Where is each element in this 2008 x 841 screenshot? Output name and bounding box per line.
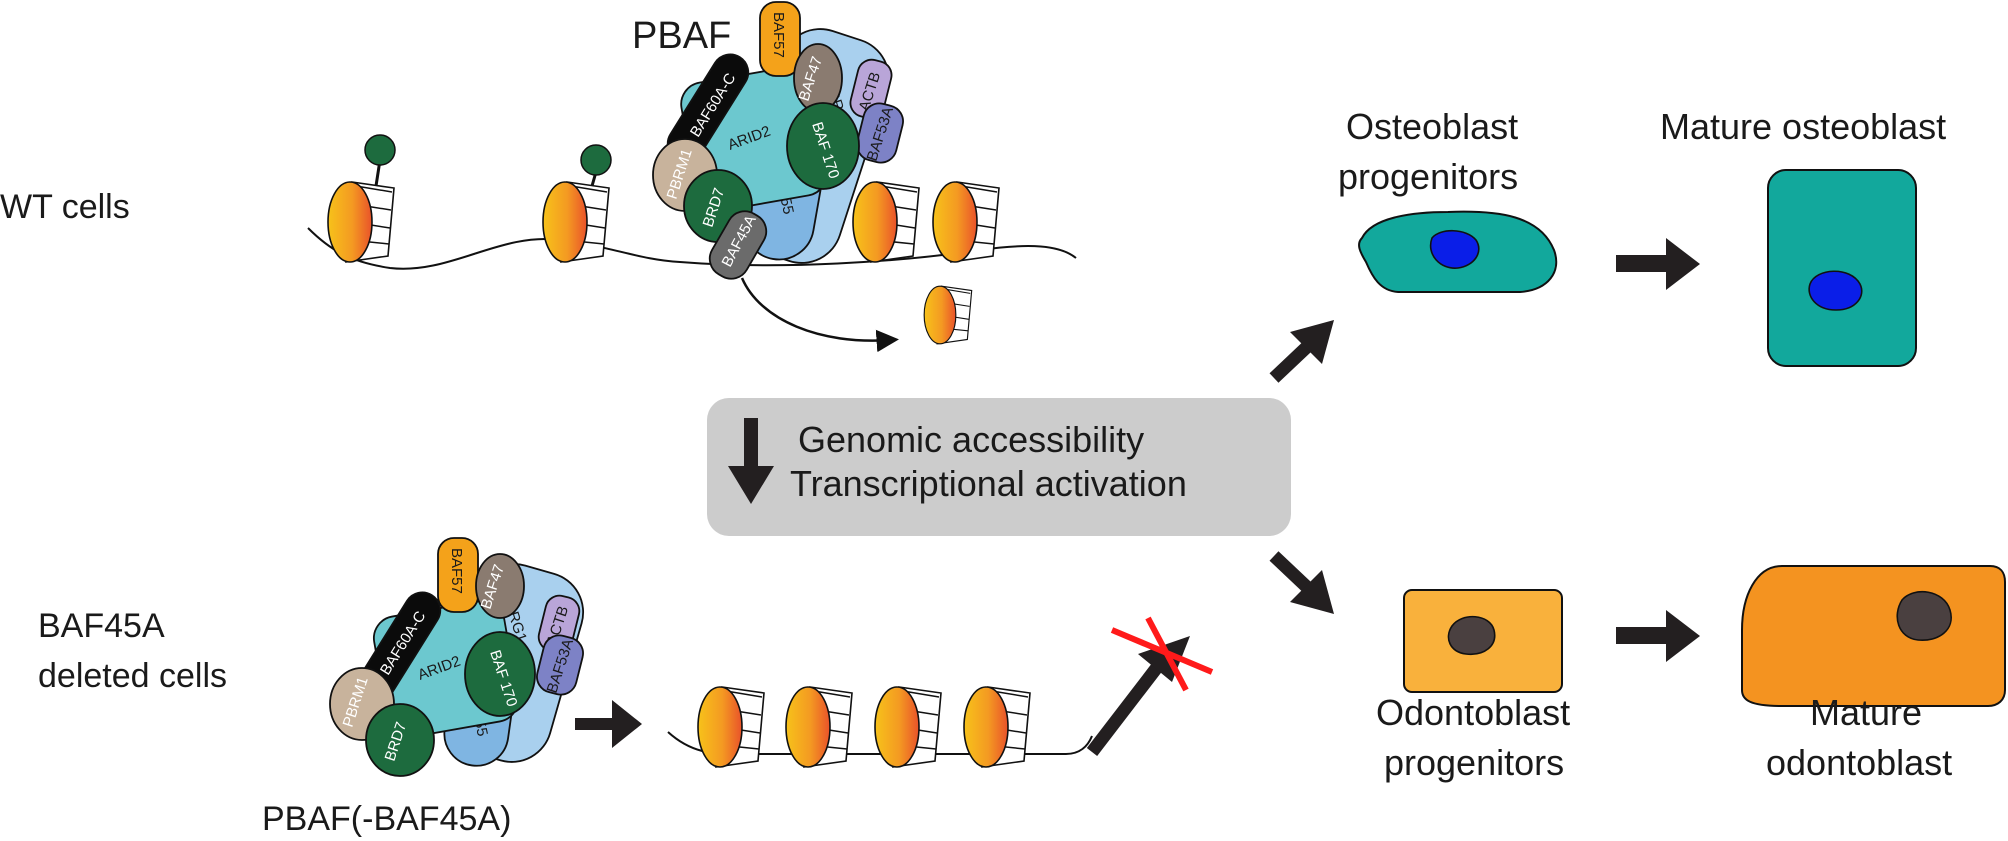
odontoblast-progenitors-line1: Odontoblast: [1376, 692, 1570, 733]
nucleosome: [963, 686, 1031, 768]
baf170-subunit: [464, 631, 536, 717]
mature-osteoblast-label: Mature osteoblast: [1660, 106, 1946, 147]
pbaf-label: PBAF: [632, 15, 731, 57]
osteoblast-progenitors-line2: progenitors: [1338, 156, 1518, 197]
nucleosome: [874, 686, 942, 768]
odontoblast-progenitor-nucleus: [1447, 615, 1496, 655]
eviction-arrow: [740, 277, 899, 353]
blocked-arrow-icon: [1086, 616, 1214, 756]
effect-box: Genomic accessibility Transcriptional ac…: [707, 398, 1291, 536]
pbaf-minus-baf45a-complex: BRG1 BAF 155 ARID2 BAF60A-C BAF57 BAF47 …: [262, 537, 585, 838]
block-x-icon: [1110, 627, 1214, 675]
right-arrow-icon: [1616, 610, 1700, 662]
up-right-arrow-icon: [1269, 320, 1334, 383]
nucleosome: [785, 686, 853, 768]
baf53a-subunit: [856, 102, 904, 164]
down-arrow-icon: [728, 418, 774, 504]
nucleosome: [697, 686, 765, 768]
osteoblast-lineage: Osteoblast progenitors Mature osteoblast: [1338, 106, 1946, 367]
mature-odontoblast-nucleus: [1896, 591, 1952, 641]
baf45a-deleted-label-line1: BAF45A: [38, 607, 165, 645]
baf47-subunit: [475, 553, 525, 619]
osteoblast-progenitors-line1: Osteoblast: [1346, 106, 1518, 147]
pbaf-complex: PBAF BRG1 BAF 155 ARID2 BAF60A-C BAF57 B…: [632, 1, 904, 280]
histone-mark-icon: [364, 134, 396, 187]
mature-odontoblast-cell: [1741, 565, 2006, 707]
brd7-subunit: [365, 703, 435, 777]
baf57-text: BAF57: [770, 12, 787, 58]
mature-osteoblast-cell: [1767, 169, 1917, 367]
baf57-text: BAF57: [448, 548, 465, 594]
nucleosome: [932, 181, 1000, 263]
baf45a-deleted-label-line2: deleted cells: [38, 657, 227, 695]
wt-chromatin: [307, 134, 1077, 353]
transcriptional-activation-text: Transcriptional activation: [790, 463, 1187, 504]
evicted-nucleosome: [923, 285, 973, 345]
nucleosome: [542, 181, 610, 263]
baf170-subunit: [786, 102, 860, 190]
right-arrow-icon: [575, 700, 642, 748]
mature-odontoblast-line1: Mature: [1810, 692, 1922, 733]
odontoblast-progenitors-line2: progenitors: [1384, 742, 1564, 783]
baf53a-subunit: [536, 634, 584, 696]
right-arrow-icon: [1616, 238, 1700, 290]
nucleosome: [852, 181, 920, 263]
baf45a-subunit: [708, 210, 768, 280]
genomic-accessibility-text: Genomic accessibility: [798, 419, 1144, 460]
osteoblast-progenitor-nucleus: [1429, 229, 1480, 269]
compact-chromatin: [667, 686, 1093, 768]
histone-mark-icon: [580, 144, 612, 187]
pbaf-minus-label: PBAF(-BAF45A): [262, 800, 511, 838]
down-right-arrow-icon: [1269, 551, 1334, 614]
baf57-subunit: [759, 1, 801, 77]
odontoblast-lineage: Odontoblast progenitors Mature odontobla…: [1376, 565, 2006, 783]
nucleosome: [327, 181, 395, 263]
mature-odontoblast-line2: odontoblast: [1766, 742, 1952, 783]
mature-osteoblast-nucleus: [1808, 270, 1863, 311]
wt-cells-label: WT cells: [0, 188, 130, 226]
